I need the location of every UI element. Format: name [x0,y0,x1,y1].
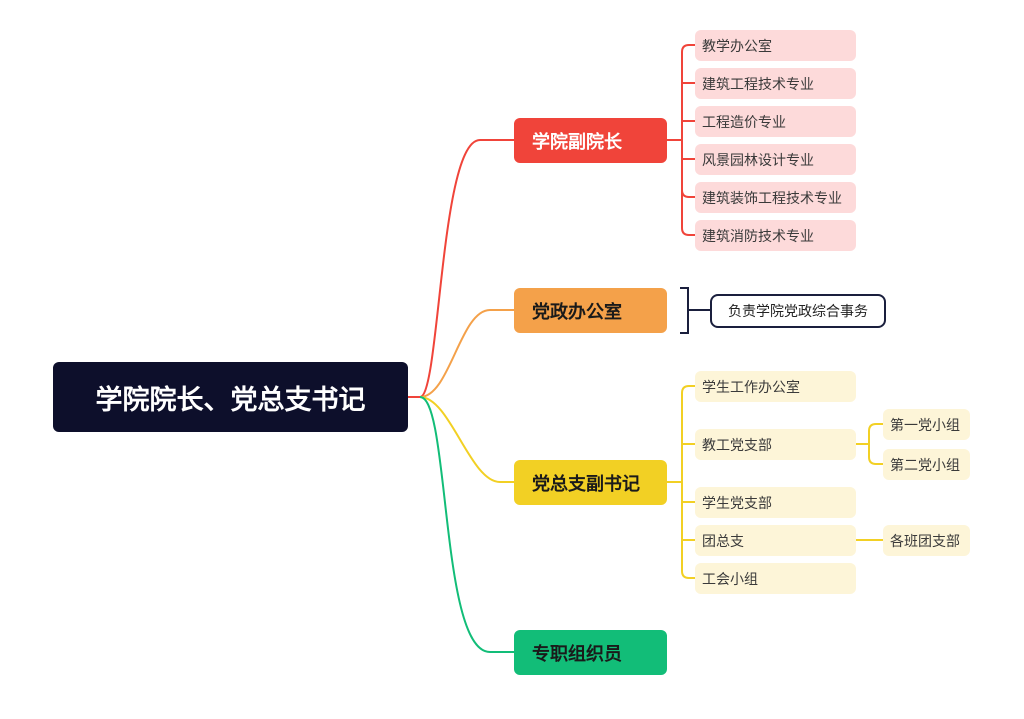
leaf-fire-protection[interactable]: 建筑消防技术专业 [695,220,856,251]
leaf-student-affairs-office[interactable]: 学生工作办公室 [695,371,856,402]
branch-deputy-secretary[interactable]: 党总支副书记 [514,460,667,505]
leaf-landscape[interactable]: 风景园林设计专业 [695,144,856,175]
branch-party-office[interactable]: 党政办公室 [514,288,667,333]
leaf-class-league-branches[interactable]: 各班团支部 [883,525,970,556]
leaf-student-party-branch[interactable]: 学生党支部 [695,487,856,518]
leaf-decoration-eng[interactable]: 建筑装饰工程技术专业 [695,182,856,213]
leaf-teaching-office[interactable]: 教学办公室 [695,30,856,61]
leaf-union-group[interactable]: 工会小组 [695,563,856,594]
leaf-construction-eng[interactable]: 建筑工程技术专业 [695,68,856,99]
leaf-cost-eng[interactable]: 工程造价专业 [695,106,856,137]
leaf-youth-league[interactable]: 团总支 [695,525,856,556]
leaf-party-group-1[interactable]: 第一党小组 [883,409,970,440]
root-node[interactable]: 学院院长、党总支书记 [53,362,408,432]
branch-vice-dean[interactable]: 学院副院长 [514,118,667,163]
branch-organizer[interactable]: 专职组织员 [514,630,667,675]
party-office-note: 负责学院党政综合事务 [710,294,886,328]
leaf-party-group-2[interactable]: 第二党小组 [883,449,970,480]
leaf-teacher-party-branch[interactable]: 教工党支部 [695,429,856,460]
